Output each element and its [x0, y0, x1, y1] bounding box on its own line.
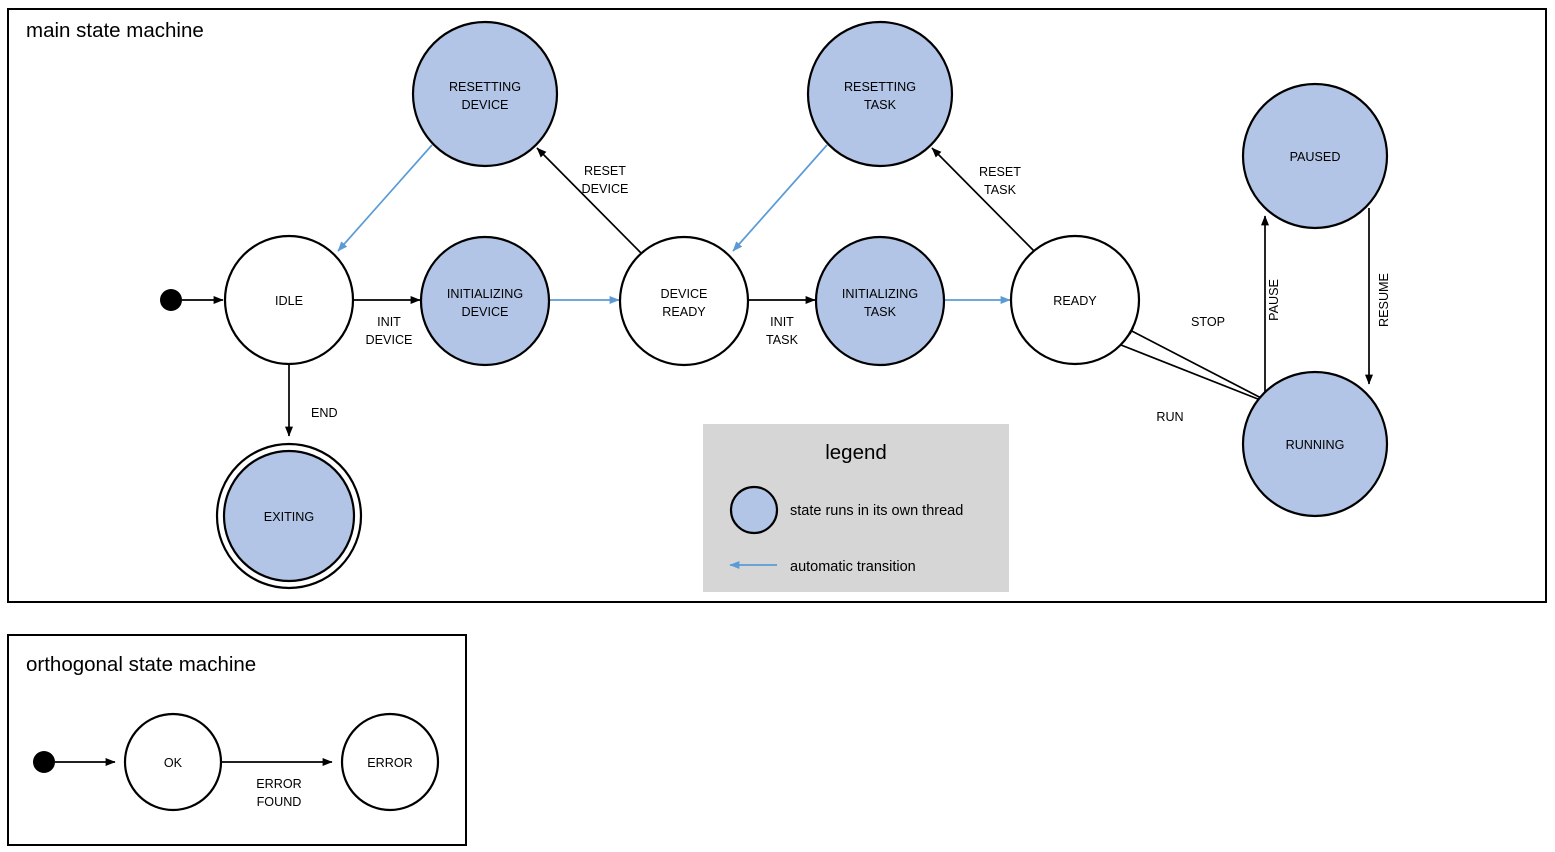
- transition-ready-to-running: [1120, 344, 1269, 404]
- state-initializing-device-circle[interactable]: [419, 235, 551, 367]
- label-reset-task-line1: RESET: [979, 165, 1021, 179]
- transition-running-to-ready: [1123, 326, 1266, 401]
- state-idle-circle[interactable]: [223, 234, 355, 366]
- state-exiting[interactable]: EXITING: [215, 442, 363, 590]
- main-transitions-layer: [182, 144, 1373, 437]
- state-device-ready[interactable]: DEVICE READY: [618, 235, 750, 367]
- transition-device-ready-to-resetting-device: [536, 147, 642, 254]
- state-initializing-device-label-line2: DEVICE: [462, 305, 509, 319]
- state-paused-label: PAUSED: [1290, 150, 1341, 164]
- state-ok-label: OK: [164, 756, 183, 770]
- state-resetting-task-label-line2: TASK: [864, 98, 897, 112]
- initial-state-dot-orthogonal: [33, 751, 55, 773]
- state-device-ready-circle[interactable]: [618, 235, 750, 367]
- state-ready-circle[interactable]: [1009, 234, 1141, 366]
- label-init-device-line2: DEVICE: [366, 333, 413, 347]
- transition-resetting-task-to-device-ready: [732, 144, 828, 252]
- label-stop: STOP: [1191, 315, 1225, 329]
- label-resume: RESUME: [1377, 273, 1391, 327]
- label-init-task-line1: INIT: [770, 315, 794, 329]
- state-running-label: RUNNING: [1286, 438, 1345, 452]
- state-running-circle[interactable]: [1241, 370, 1389, 518]
- state-running[interactable]: RUNNING: [1241, 370, 1389, 518]
- label-pause: PAUSE: [1267, 279, 1281, 321]
- state-initializing-task-circle[interactable]: [814, 235, 946, 367]
- initial-state-dot-main: [160, 289, 182, 311]
- state-resetting-task[interactable]: RESETTING TASK: [806, 20, 954, 168]
- orthogonal-transitions-layer: ERROR FOUND: [55, 758, 333, 809]
- state-initializing-task[interactable]: INITIALIZING TASK: [814, 235, 946, 367]
- state-device-ready-label-line1: DEVICE: [661, 287, 708, 301]
- label-reset-device-line2: DEVICE: [582, 182, 629, 196]
- orthogonal-frame-title: orthogonal state machine: [26, 653, 256, 676]
- state-resetting-device[interactable]: RESETTING DEVICE: [411, 20, 559, 168]
- main-transition-labels-layer: INIT DEVICE RESET DEVICE INIT TASK RESET…: [311, 164, 1391, 424]
- label-error-found-line1: ERROR: [256, 777, 301, 791]
- legend-title: legend: [825, 441, 887, 464]
- label-reset-device-line1: RESET: [584, 164, 626, 178]
- state-initializing-device-label-line1: INITIALIZING: [447, 287, 523, 301]
- state-initializing-device[interactable]: INITIALIZING DEVICE: [419, 235, 551, 367]
- transition-ready-to-resetting-task: [931, 147, 1036, 253]
- legend-item-thread-state-text: state runs in its own thread: [790, 503, 963, 519]
- state-error-label: ERROR: [367, 756, 412, 770]
- state-resetting-device-circle[interactable]: [411, 20, 559, 168]
- label-error-found-line2: FOUND: [257, 795, 302, 809]
- legend-item-automatic-transition-text: automatic transition: [790, 559, 916, 575]
- state-resetting-device-label-line1: RESETTING: [449, 80, 521, 94]
- state-exiting-label: EXITING: [264, 510, 314, 524]
- state-error-circle[interactable]: [340, 712, 440, 812]
- label-init-task-line2: TASK: [766, 333, 799, 347]
- transition-resetting-device-to-idle: [337, 144, 433, 252]
- label-run: RUN: [1156, 410, 1183, 424]
- legend: legend state runs in its own thread auto…: [703, 424, 1009, 592]
- state-resetting-device-label-line2: DEVICE: [462, 98, 509, 112]
- state-resetting-task-circle[interactable]: [806, 20, 954, 168]
- state-paused[interactable]: PAUSED: [1241, 82, 1389, 230]
- label-init-device-line1: INIT: [377, 315, 401, 329]
- state-idle-label: IDLE: [275, 294, 303, 308]
- state-device-ready-label-line2: READY: [662, 305, 706, 319]
- state-initializing-task-label-line2: TASK: [864, 305, 897, 319]
- state-idle[interactable]: IDLE: [223, 234, 355, 366]
- state-resetting-task-label-line1: RESETTING: [844, 80, 916, 94]
- state-ready-label: READY: [1053, 294, 1097, 308]
- state-paused-circle[interactable]: [1241, 82, 1389, 230]
- state-exiting-circle[interactable]: [222, 449, 356, 583]
- label-reset-task-line2: TASK: [984, 183, 1017, 197]
- state-ok[interactable]: OK: [123, 712, 223, 812]
- label-end: END: [311, 406, 338, 420]
- main-frame-title: main state machine: [26, 19, 204, 42]
- blue-circle-icon: [729, 485, 779, 535]
- state-error[interactable]: ERROR: [340, 712, 440, 812]
- state-ok-circle[interactable]: [123, 712, 223, 812]
- state-initializing-task-label-line1: INITIALIZING: [842, 287, 918, 301]
- state-ready[interactable]: READY: [1009, 234, 1141, 366]
